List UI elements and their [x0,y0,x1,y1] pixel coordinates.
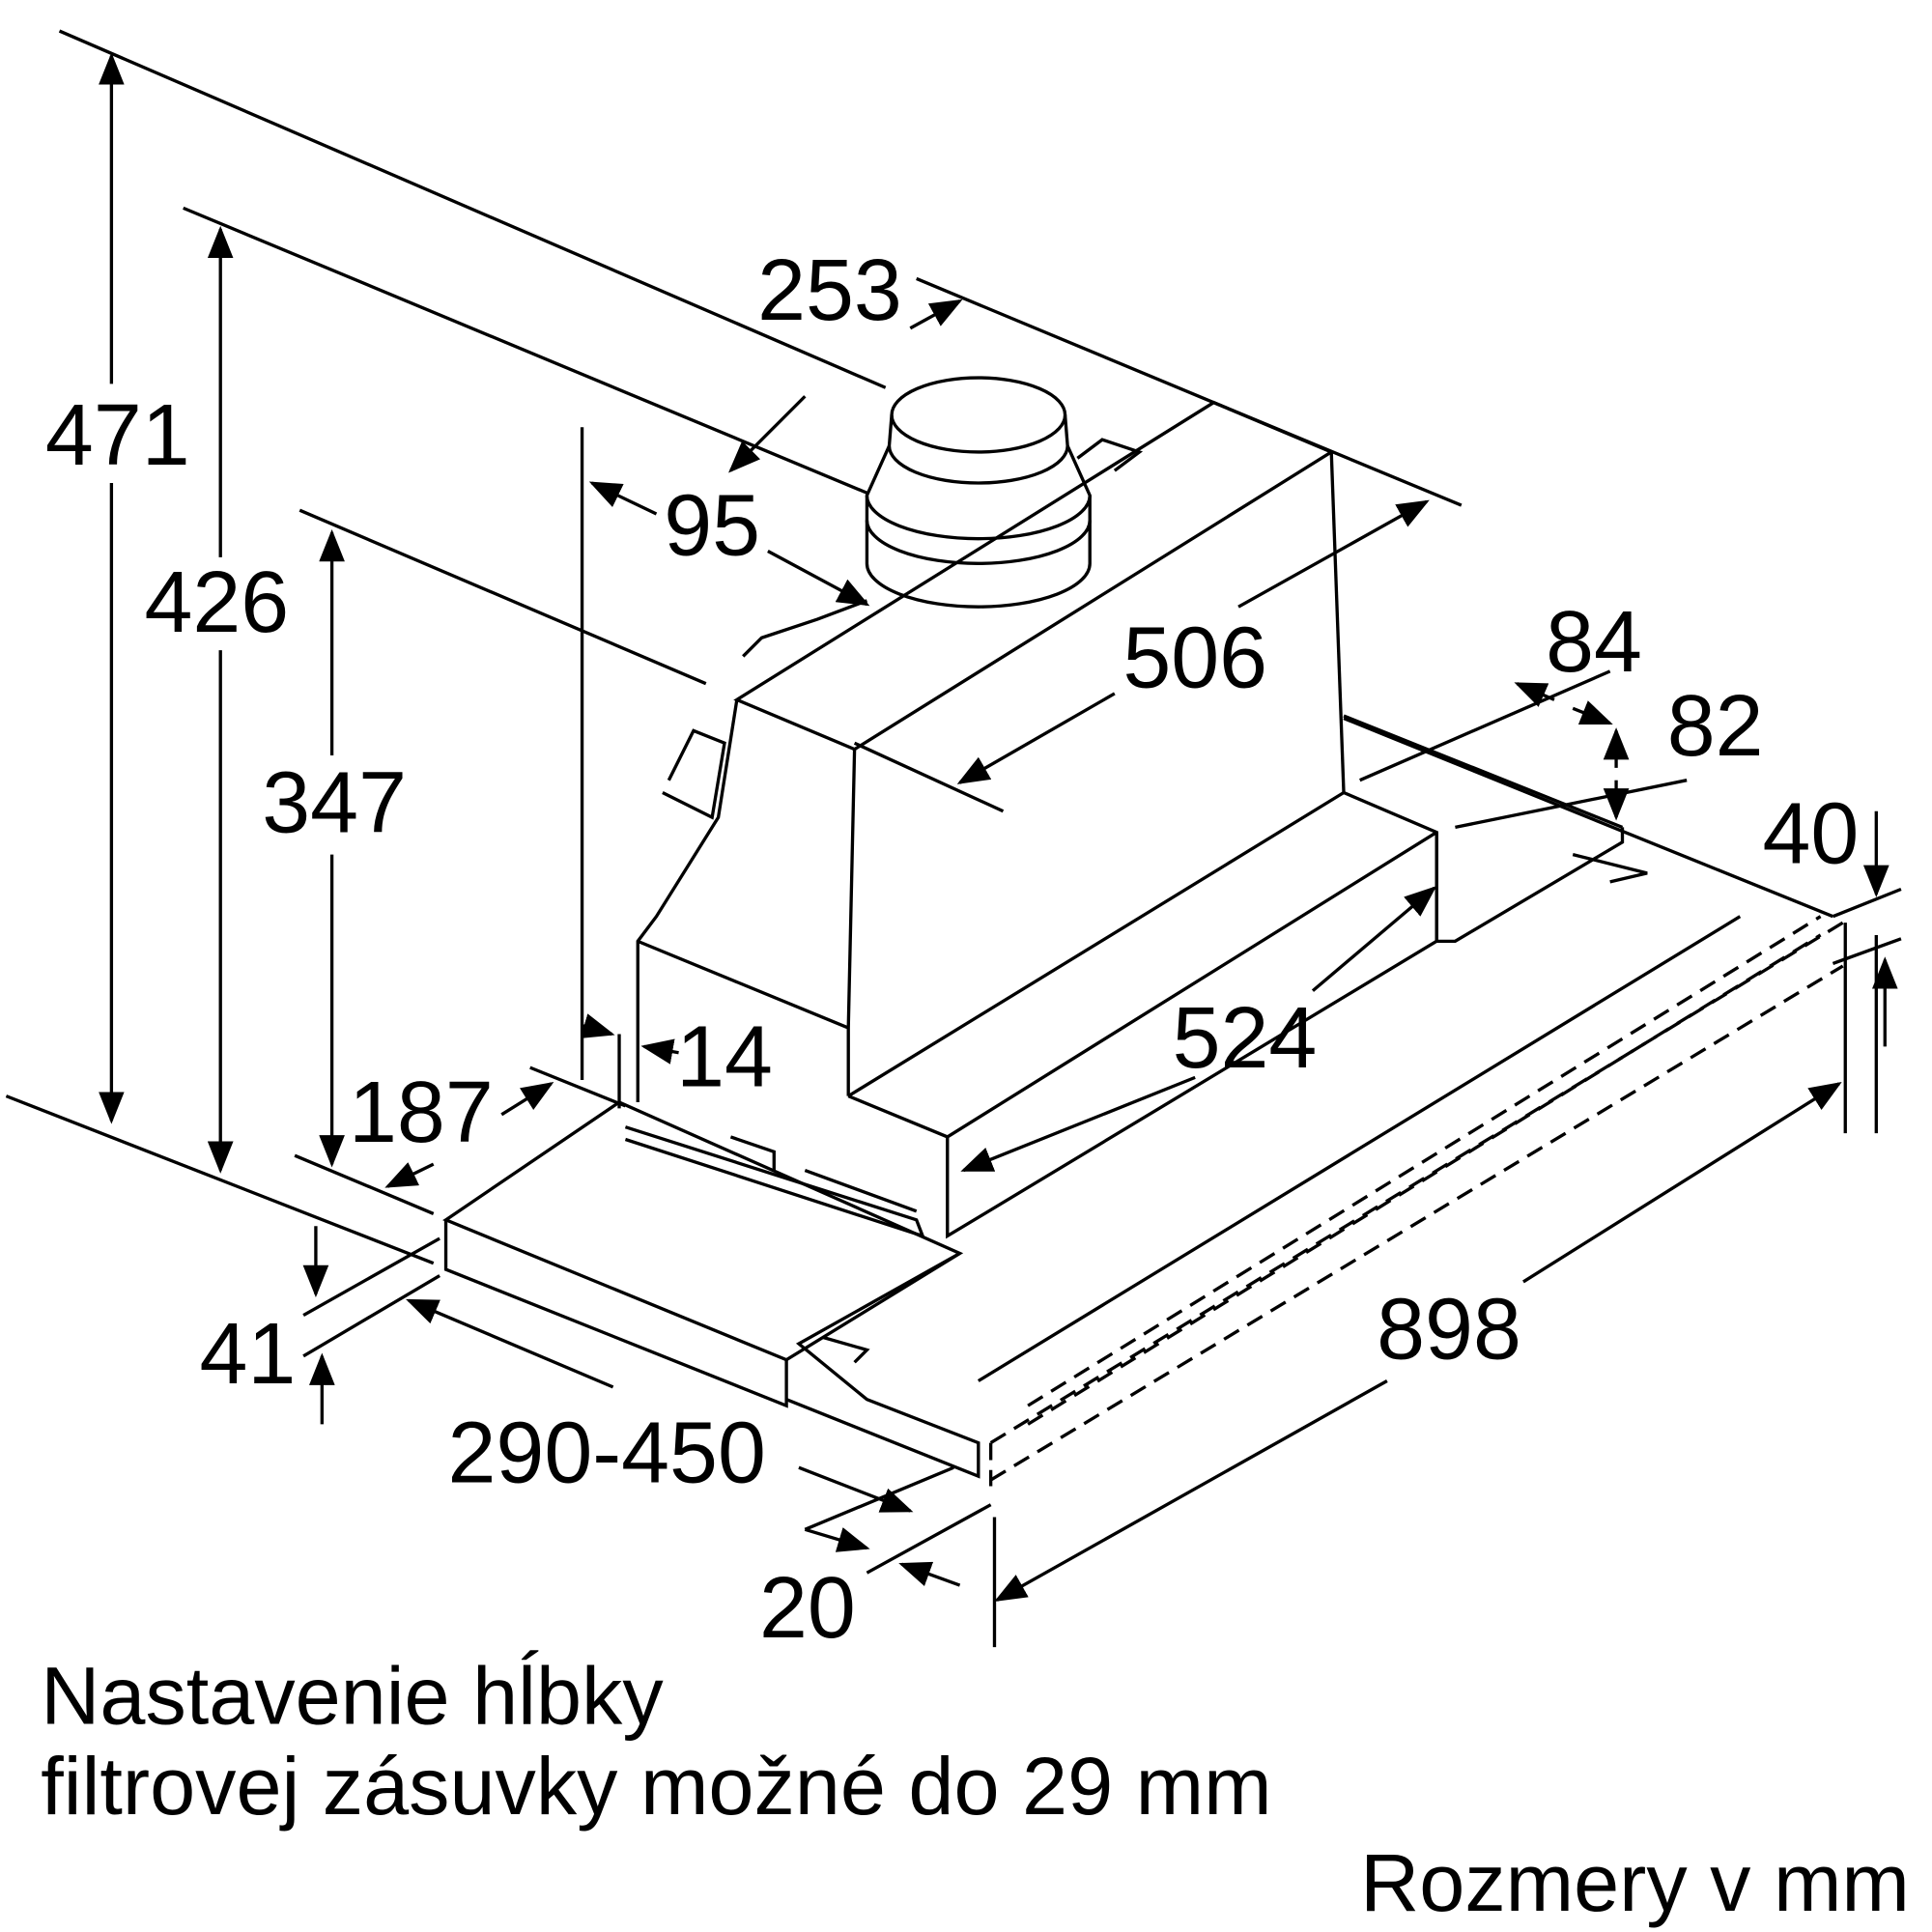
dim-347: 347 [262,755,407,852]
dim-506: 506 [1122,611,1267,707]
extension-lines [5,29,1902,1648]
dim-82: 82 [1667,678,1764,775]
dim-426: 426 [144,554,289,651]
dim-290-450: 290-450 [448,1406,766,1502]
note-line-1: Nastavenie hĺbky [41,1649,664,1742]
dim-253: 253 [757,242,902,339]
units-note: Rozmery v mm [1360,1836,1910,1928]
dim-41: 41 [200,1306,297,1403]
dim-14: 14 [676,1009,773,1105]
filter-drawer [442,915,1742,1479]
dimension-labels: 471 426 347 253 95 506 84 82 40 14 187 5… [45,242,1859,1657]
dim-898: 898 [1377,1281,1521,1378]
note-line-2: filtrovej zásuvky možné do 29 mm [41,1740,1271,1832]
dim-95: 95 [664,477,760,574]
extended-panel-dashed [988,915,1844,1487]
dimension-arrows [99,52,1898,1603]
duct-collar [662,376,1144,820]
dim-84: 84 [1546,594,1642,691]
hood-body [636,400,1834,1239]
dim-471: 471 [45,387,190,484]
dim-524: 524 [1173,990,1318,1087]
dim-20: 20 [759,1560,856,1657]
dim-187: 187 [349,1065,494,1161]
dim-40: 40 [1762,786,1859,883]
